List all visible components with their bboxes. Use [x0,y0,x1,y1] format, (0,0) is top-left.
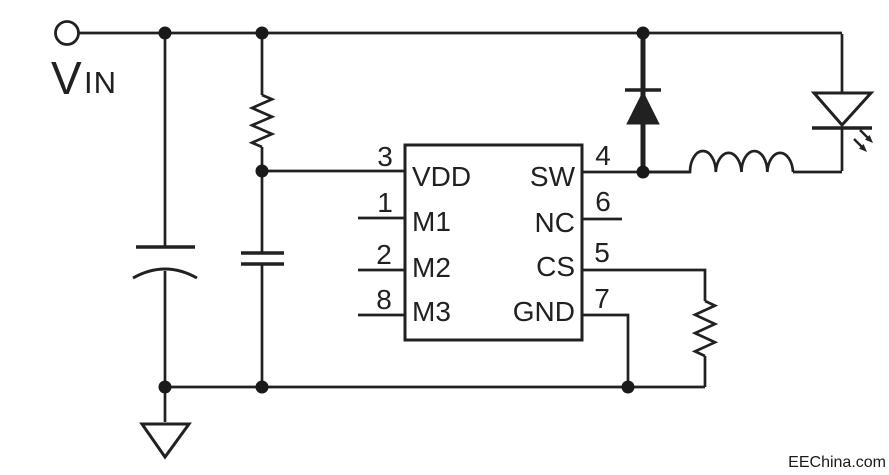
ic-body [403,143,584,342]
pin-number-2: 2 [376,239,392,270]
decoupling-capacitor-icon [241,251,284,266]
input-capacitor-icon [132,245,198,280]
pin-label-gnd: GND [513,296,575,327]
freewheeling-diode-icon [625,33,661,172]
junction-dots [158,26,650,394]
inductor-icon [643,149,795,174]
pin-label-vdd: VDD [412,161,471,192]
pin-number-4: 4 [595,140,611,171]
series-resistor-icon [248,93,276,149]
vin-terminal-icon [54,20,80,46]
pin-label-m3: M3 [412,296,451,327]
pin-number-6: 6 [595,186,611,217]
wire-net [79,31,844,422]
ic-left-pin-numbers: 3 1 2 8 [376,141,393,315]
watermark-text: EEChina.com [788,454,886,471]
pin-label-cs: CS [536,251,575,282]
pin-label-m2: M2 [412,252,451,283]
vin-label: V IN [51,52,117,104]
ic-left-pin-labels: VDD M1 M2 M3 [412,161,471,327]
pin-number-3: 3 [377,141,393,172]
vin-label-main: V [51,52,82,104]
pin-number-1: 1 [377,187,393,218]
ground-triangle-icon [139,422,192,460]
pin-number-8: 8 [376,284,392,315]
ic-right-pin-numbers: 4 6 5 7 [594,140,611,314]
led-light-arrows-icon [853,129,873,152]
pin-label-m1: M1 [412,206,451,237]
current-sense-resistor-icon [691,299,719,358]
pin-label-sw: SW [530,161,576,192]
led-icon [810,91,875,152]
vin-label-sub: IN [84,65,117,100]
pin-number-7: 7 [594,283,610,314]
pin-number-5: 5 [594,237,610,268]
pin-label-nc: NC [535,207,575,238]
ic-right-pin-labels: SW NC CS GND [513,161,576,327]
